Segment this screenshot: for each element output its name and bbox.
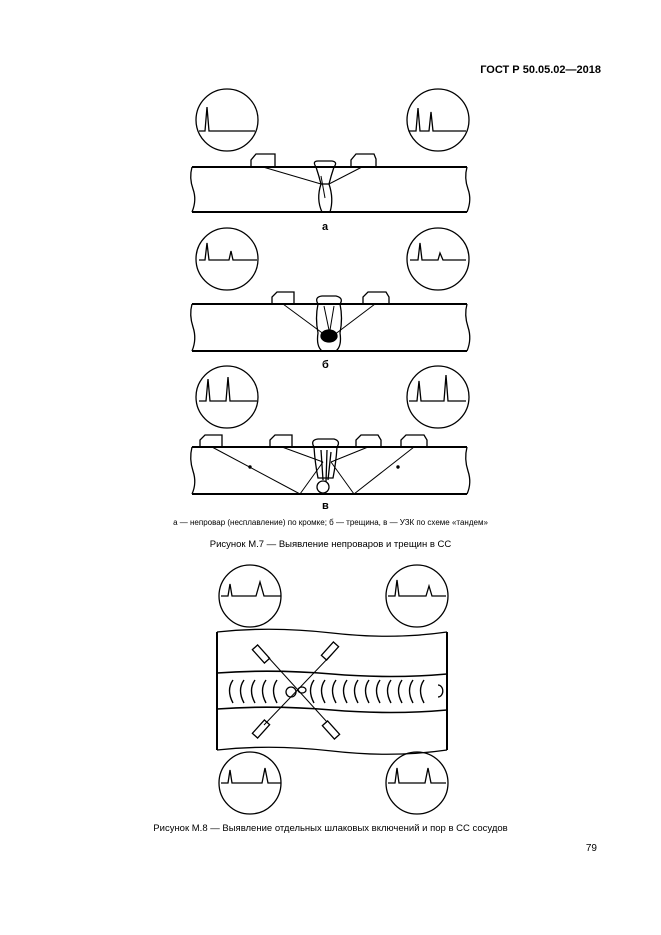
panel-a-scope-right xyxy=(407,89,469,151)
panel-c-diagram xyxy=(191,366,470,494)
m8-scope-bottom-left xyxy=(219,752,281,814)
panel-c-probes xyxy=(200,435,427,447)
panel-b-beam-paths xyxy=(283,304,375,335)
m8-weld-seam xyxy=(217,671,447,712)
panel-b-probe-right xyxy=(363,292,389,304)
panel-a-weld xyxy=(314,161,335,212)
panel-c-scope-left xyxy=(196,366,258,428)
panel-b-label: б xyxy=(322,359,329,371)
m8-probes-and-beams xyxy=(252,642,339,739)
figure-m8-caption: Рисунок М.8 — Выявление отдельных шлаков… xyxy=(153,823,508,834)
panel-b-scope-left xyxy=(196,228,258,290)
panel-c-scope-right xyxy=(407,366,469,428)
panel-a-diagram xyxy=(191,89,470,212)
m8-scope-top-left xyxy=(219,565,281,627)
page-number: 79 xyxy=(585,843,597,854)
panel-c-plate xyxy=(191,447,470,494)
panel-a-probe-right xyxy=(351,154,376,167)
panel-a-beam-paths xyxy=(263,167,362,198)
panel-c-label: в xyxy=(322,500,329,512)
panel-c-beam-paths xyxy=(212,447,414,494)
document-code-header: ГОСТ Р 50.05.02—2018 xyxy=(480,64,601,76)
panel-b-scope-right xyxy=(407,228,469,290)
figure-m7-caption: Рисунок М.7 — Выявление непроваров и тре… xyxy=(209,539,452,550)
panel-a-label: а xyxy=(322,221,329,233)
panel-a-probe-left xyxy=(251,154,275,167)
m8-scope-bottom-right xyxy=(386,752,448,814)
m8-plate-top-view xyxy=(217,629,447,754)
figure-m8-diagram xyxy=(217,565,448,814)
m8-scope-top-right xyxy=(386,565,448,627)
panel-a-scope-left xyxy=(196,89,258,151)
panel-b-diagram xyxy=(191,228,470,351)
panel-b-probe-left xyxy=(272,292,294,304)
figure-m7-legend: а — непровар (несплавление) по кромке; б… xyxy=(173,518,488,527)
